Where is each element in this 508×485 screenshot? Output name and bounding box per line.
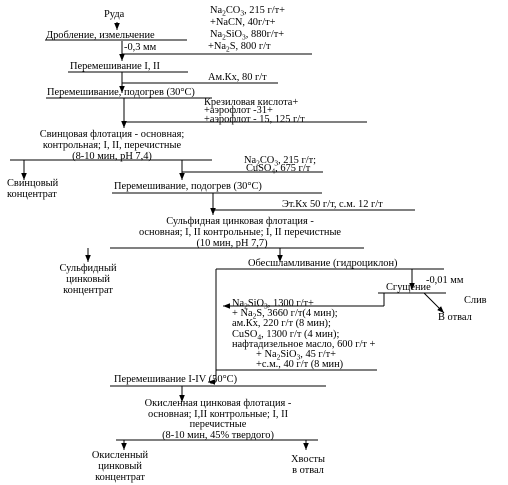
stage-line: перечистные	[190, 419, 247, 430]
grind-size-label: -0,3 мм	[124, 42, 157, 53]
mixing-3-label: Перемешивание, подогрев (30°C)	[114, 181, 262, 192]
lead-concentrate: Свинцовый концентрат	[7, 178, 59, 200]
stage-line: Свинцовая флотация - основная;	[40, 129, 185, 140]
reagent-line: +аэрофлот - 15, 125 г/т	[204, 114, 305, 125]
drain-line: В отвал	[438, 312, 472, 323]
oxidized-flotation-stage: Окисленная цинковая флотация - основная;…	[145, 398, 292, 441]
drain-line: Слив	[464, 295, 487, 306]
reagent-line: Na2SiO3, 880г/т+	[210, 29, 284, 42]
stage-line: Сульфидная цинковая флотация -	[166, 216, 314, 227]
stage-line: (10 мин, pH 7,7)	[196, 238, 267, 249]
reagents-4: Na2SiO3, 1300 г/т+ + Na2S, 3660 г/т(4 ми…	[232, 298, 376, 370]
reagent-line: ам.Кх, 220 г/т (8 мин);	[232, 318, 331, 329]
reagents-2: Крезиловая кислота+ +аэрофлот -31+ +аэро…	[204, 97, 305, 125]
tailings-line: в отвал	[292, 465, 324, 476]
reagent-line: +NaCN, 40г/т+	[210, 17, 276, 28]
product-line: Окисленный	[92, 450, 149, 461]
mixing-1-label: Перемешивание I, II	[70, 61, 160, 72]
product-line: Сульфидный	[59, 263, 116, 274]
reagents-3: Na2CO3, 215 г/т; CuSO4, 675 г/т	[244, 155, 316, 176]
tailings-line: Хвосты	[291, 454, 325, 465]
tailings-output: Хвосты в отвал	[291, 454, 325, 476]
desliming-label: Обесшламливание (гидроциклон)	[248, 258, 398, 269]
zinc-sulfide-concentrate: Сульфидный цинковый концентрат	[59, 263, 116, 296]
reagent-amkx-label: Ам.Кх, 80 г/т	[208, 72, 267, 83]
stage-line: основная; I, II контрольные; I, II переч…	[139, 227, 341, 238]
stage-line: (8-10 мин, pH 7,4)	[72, 151, 152, 162]
product-line: концентрат	[63, 285, 113, 296]
reagent-line: + Na2S, 3660 г/т(4 мин);	[232, 308, 338, 321]
reagent-line: CuSO4, 675 г/т	[246, 163, 311, 176]
mixing-2-label: Перемешивание, подогрев (30°C)	[47, 87, 195, 98]
product-line: цинковый	[66, 274, 110, 285]
stage-line: контрольная; I, II, перечистные	[43, 140, 182, 151]
oxidized-concentrate: Окисленный цинковый концентрат	[92, 450, 149, 483]
reagent-line: Na2CO3, 215 г/т;	[244, 155, 316, 168]
reagent-line: CuSO4, 1300 г/т (4 мин);	[232, 329, 339, 342]
stage-line: (8-10 мин, 45% твердого)	[162, 430, 274, 441]
crushing-label: Дробление, измельчение	[46, 30, 155, 41]
arrow-to-drain	[423, 292, 445, 314]
slime-size-label: -0,01 мм	[426, 275, 464, 286]
reagent-line: +Na2S, 800 г/т	[208, 41, 271, 54]
product-line: цинковый	[98, 461, 142, 472]
thickening-label: Сгущение	[386, 282, 431, 293]
stage-line: основная; I,II контрольные; I, II	[148, 409, 289, 420]
stage-line: Окисленная цинковая флотация -	[145, 398, 292, 409]
connectors	[10, 22, 446, 450]
reagent-line: + Na2SiO3, 45 г/т+	[256, 349, 336, 362]
product-line: Свинцовый	[7, 178, 59, 189]
reagent-etkx-label: Эт.Кх 50 г/т, с.м. 12 г/т	[282, 199, 383, 210]
zinc-sulfide-flotation-stage: Сульфидная цинковая флотация - основная;…	[139, 216, 341, 249]
reagents-1: Na2CO3, 215 г/т+ +NaCN, 40г/т+ Na2SiO3, …	[208, 5, 285, 54]
reagent-line: Крезиловая кислота+	[204, 97, 298, 108]
reagent-line: нафтадизельное масло, 600 г/т +	[232, 339, 376, 350]
reagent-line: Na2SiO3, 1300 г/т+	[232, 298, 314, 311]
product-line: концентрат	[7, 189, 57, 200]
reagent-line: +аэрофлот -31+	[204, 105, 273, 116]
reagent-line: Na2CO3, 215 г/т+	[210, 5, 285, 18]
product-line: концентрат	[95, 472, 145, 483]
lead-flotation-stage: Свинцовая флотация - основная; контрольн…	[40, 129, 185, 162]
ore-label: Руда	[104, 9, 125, 20]
mixing-4-label: Перемешивание I-IV (50°C)	[114, 374, 237, 385]
reagent-line: +с.м., 40 г/т (8 мин)	[256, 359, 343, 370]
drain-output: Слив В отвал	[438, 295, 487, 323]
